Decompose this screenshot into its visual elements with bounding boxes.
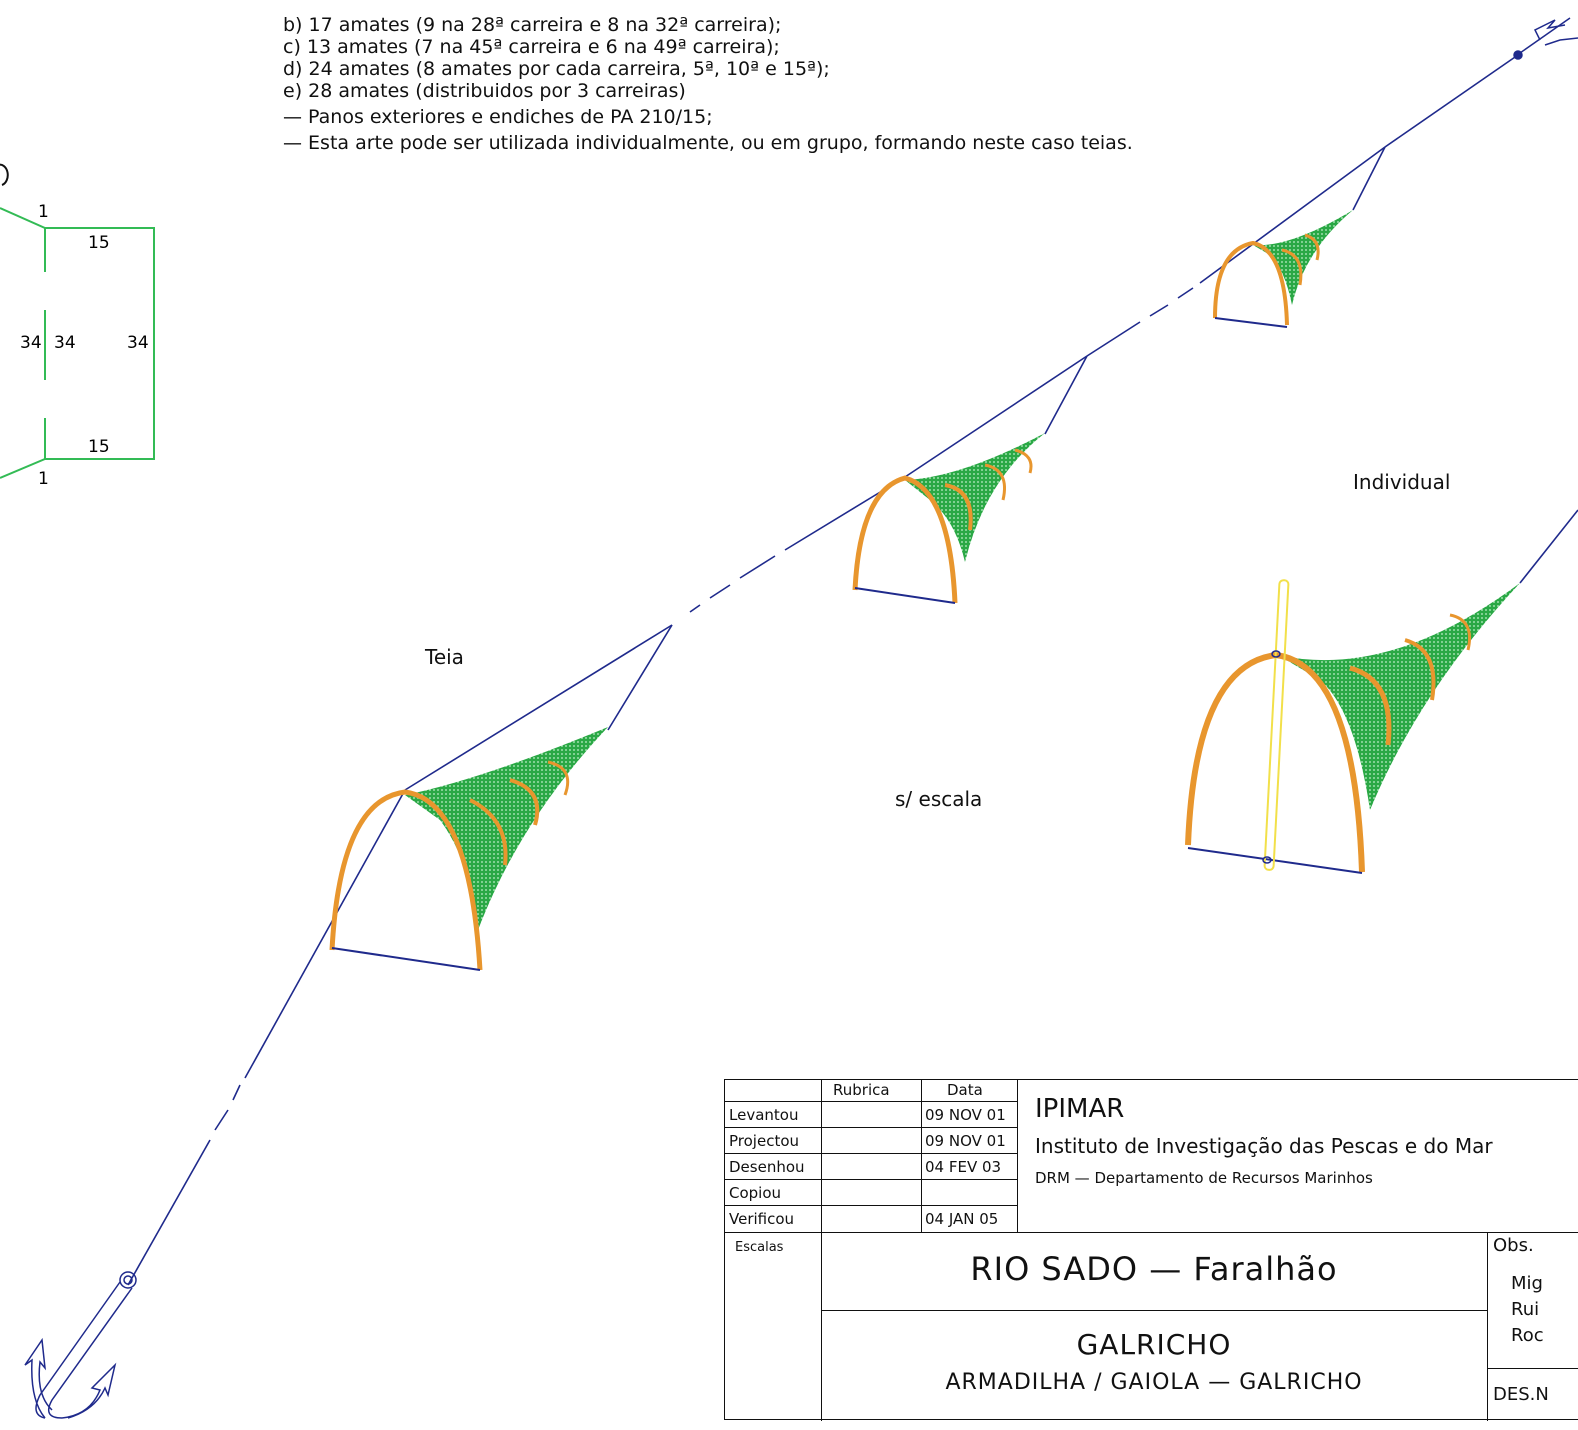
label-teia: Teia <box>425 645 464 669</box>
anchor-top-icon <box>1513 17 1578 60</box>
plan-outline <box>0 207 155 479</box>
plan-bottom-width: 15 <box>88 437 110 457</box>
title-block: Rubrica Data Levantou 09 NOV 01 Projecto… <box>724 1079 1578 1421</box>
trap-2 <box>852 433 1045 604</box>
row-role-desenhou: Desenhou <box>729 1158 805 1176</box>
obs-line-2: Rui <box>1511 1299 1540 1320</box>
net-plan <box>0 207 155 479</box>
org-full: Instituto de Investigação das Pescas e d… <box>1035 1134 1493 1158</box>
trap-3 <box>1213 210 1353 328</box>
row-date-verificou: 04 JAN 05 <box>925 1210 999 1228</box>
note-line-arte: — Esta arte pode ser utilizada individua… <box>283 132 1133 154</box>
row-role-projectou: Projectou <box>729 1132 800 1150</box>
scales-label: Escalas <box>735 1240 784 1255</box>
row-date-desenhou: 04 FEV 03 <box>925 1158 1002 1176</box>
main-line <box>127 54 1578 1286</box>
note-line-b: b) 17 amates (9 na 28ª carreira e 8 na 3… <box>283 14 782 36</box>
row-date-projectou: 09 NOV 01 <box>925 1132 1006 1150</box>
plan-left-outer: 34 <box>20 333 42 353</box>
gear-name: GALRICHO <box>1076 1328 1232 1361</box>
note-line-c: c) 13 amates (7 na 45ª carreira e 6 na 4… <box>283 36 780 58</box>
location-title: RIO SADO — Faralhão <box>970 1250 1338 1288</box>
row-role-levantou: Levantou <box>729 1106 799 1124</box>
org-short: IPIMAR <box>1035 1094 1125 1124</box>
label-individual: Individual <box>1353 470 1451 494</box>
obs-label: Obs. <box>1493 1235 1534 1256</box>
plan-bottom-mesh: 1 <box>38 469 49 489</box>
plan-right: 34 <box>127 333 149 353</box>
row-role-verificou: Verificou <box>729 1210 795 1228</box>
gear-type: ARMADILHA / GAIOLA — GALRICHO <box>945 1370 1363 1395</box>
plan-left-inner: 34 <box>54 333 76 353</box>
anchor-bottom-icon <box>24 1271 137 1419</box>
label-scale: s/ escala <box>895 787 983 811</box>
header-rubrica: Rubrica <box>833 1081 890 1099</box>
notes-block: b) 17 amates (9 na 28ª carreira e 8 na 3… <box>283 14 1133 154</box>
obs-line-3: Roc <box>1511 1325 1544 1346</box>
note-line-e: e) 28 amates (distribuidos por 3 carreir… <box>283 80 686 102</box>
note-line-d: d) 24 amates (8 amates por cada carreira… <box>283 58 830 80</box>
row-date-levantou: 09 NOV 01 <box>925 1106 1006 1124</box>
trap-1 <box>329 727 608 971</box>
header-data: Data <box>947 1081 983 1099</box>
department: DRM — Departamento de Recursos Marinhos <box>1035 1169 1373 1187</box>
plan-top-mesh: 1 <box>38 202 49 222</box>
note-line-panos: — Panos exteriores e endiches de PA 210/… <box>283 106 713 128</box>
plan-top-width: 15 <box>88 233 110 253</box>
des-no: DES.N <box>1493 1384 1549 1405</box>
obs-line-1: Mig <box>1511 1273 1543 1294</box>
pole <box>1263 579 1290 871</box>
edge-mark <box>0 163 9 186</box>
trap-individual <box>1185 579 1520 874</box>
row-role-copiou: Copiou <box>729 1184 782 1202</box>
